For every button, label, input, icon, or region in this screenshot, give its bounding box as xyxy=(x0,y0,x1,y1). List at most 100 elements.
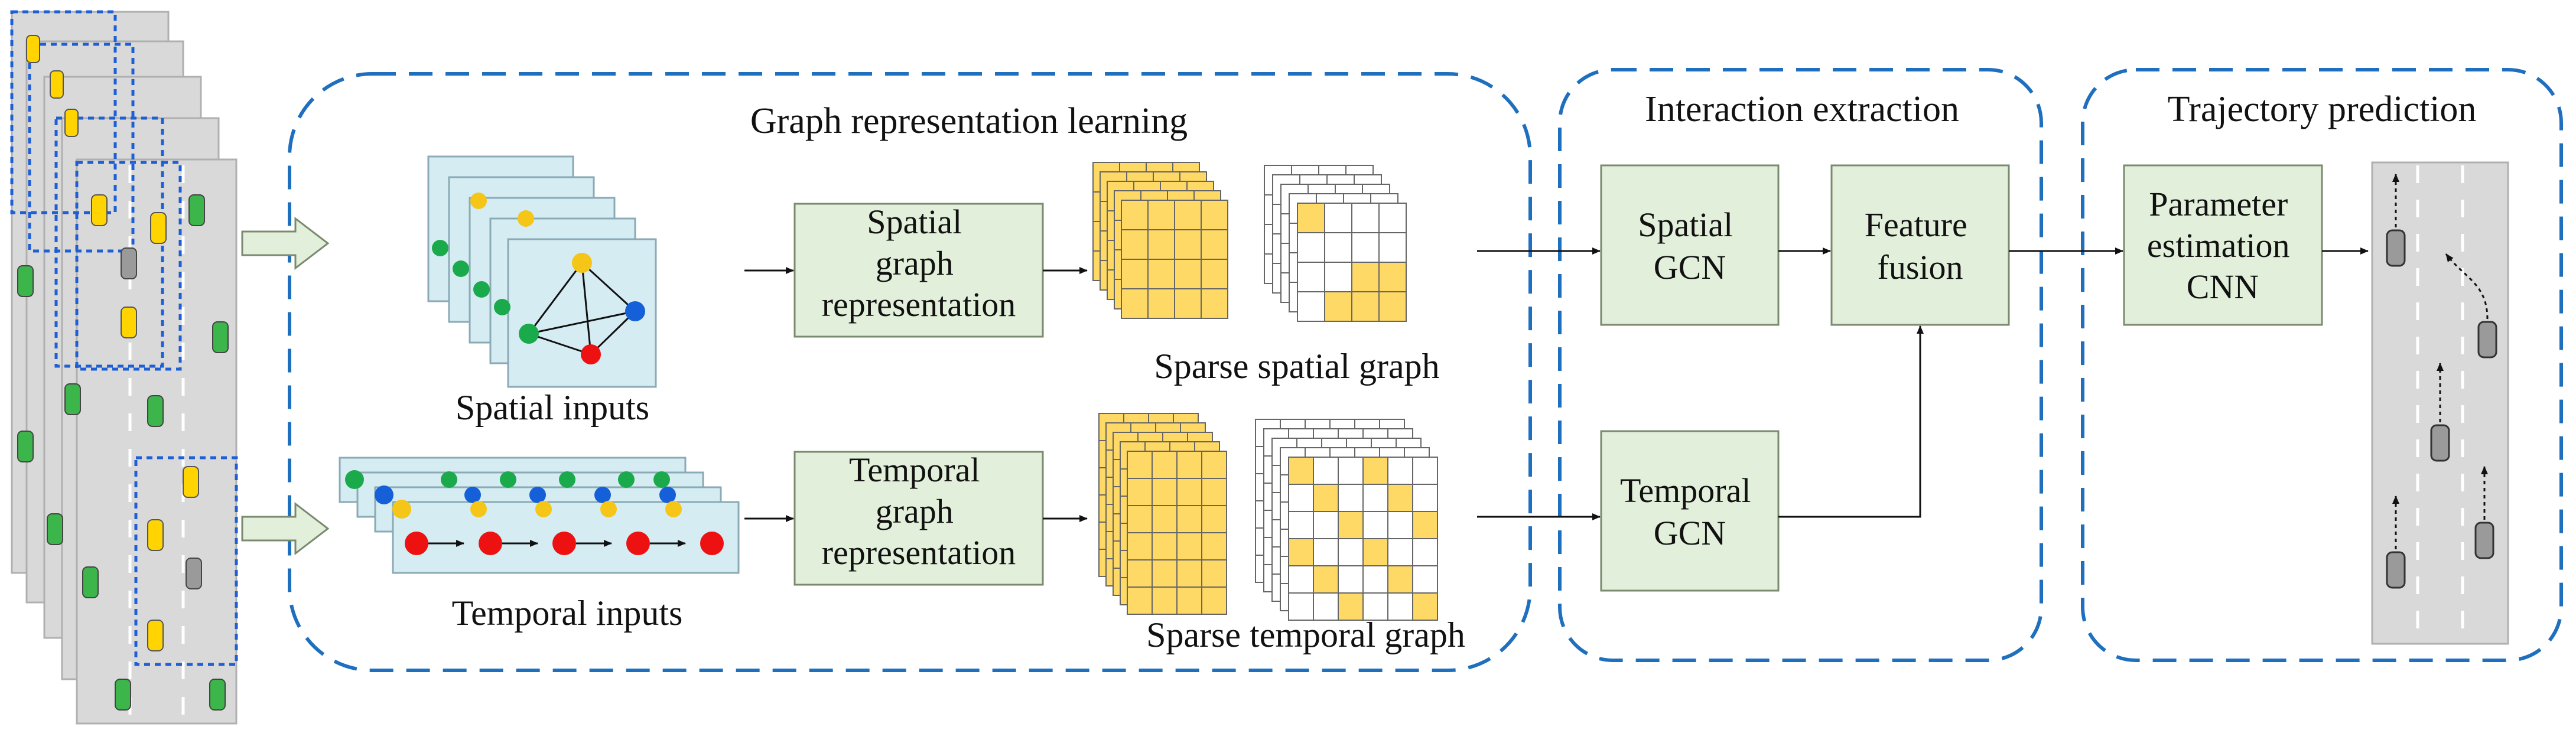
parameter-estimation-cnn-label: Parameter estimation CNN xyxy=(2147,185,2298,306)
grid-cell xyxy=(1313,511,1339,539)
grid-cell xyxy=(1378,262,1407,292)
region-title-graph-learning: Graph representation learning xyxy=(750,101,1188,141)
grid-cell xyxy=(1152,559,1178,588)
temporal-graph-representation-box xyxy=(793,451,1044,586)
grid-cell xyxy=(1121,200,1149,230)
grid-cell xyxy=(1127,505,1153,533)
caption-temporal-inputs: Temporal inputs xyxy=(452,594,683,633)
grid-cell xyxy=(1201,288,1228,319)
grid-cell xyxy=(1176,478,1202,506)
grid-cell xyxy=(1147,200,1175,230)
grid-cell xyxy=(1174,288,1202,319)
region-prediction xyxy=(2081,68,2563,662)
grid-cell xyxy=(1362,484,1388,512)
feature-fusion-label: Feature fusion xyxy=(1865,206,1976,286)
grid-cell xyxy=(1297,291,1325,322)
grid-cell xyxy=(1297,232,1325,263)
grid-cell xyxy=(1338,538,1364,566)
grid-cell xyxy=(1288,565,1314,594)
grid-cell xyxy=(1121,288,1149,319)
spatial-graph-representation-box xyxy=(793,203,1044,338)
grid-cell xyxy=(1387,592,1413,621)
grid-cell xyxy=(1127,532,1153,560)
grid-cell xyxy=(1351,203,1380,233)
grid-cell xyxy=(1201,505,1227,533)
grid-cell xyxy=(1412,484,1438,512)
grid-cell xyxy=(1313,484,1339,512)
grid-cell xyxy=(1147,229,1175,260)
grid-cell xyxy=(1387,511,1413,539)
grid-cell xyxy=(1176,532,1202,560)
grid-cell xyxy=(1338,484,1364,512)
grid-cell xyxy=(1201,478,1227,506)
grid-cell xyxy=(1362,511,1388,539)
grid-cell xyxy=(1127,586,1153,615)
grid-cell xyxy=(1338,457,1364,485)
temporal-input-strips xyxy=(339,457,740,574)
region-graph-learning xyxy=(288,72,1532,672)
grid-cell xyxy=(1297,203,1325,233)
spatial-gcn-box xyxy=(1600,164,1780,326)
grid-cell xyxy=(1152,505,1178,533)
grid-cell xyxy=(1324,203,1352,233)
grid-cell xyxy=(1121,229,1149,260)
grid-cell xyxy=(1174,229,1202,260)
grid-cell xyxy=(1152,451,1178,479)
grid-cell xyxy=(1201,532,1227,560)
grid-cell xyxy=(1201,259,1228,289)
connector-arrows xyxy=(744,247,2369,522)
grid-cell xyxy=(1313,565,1339,594)
grid-cell xyxy=(1351,232,1380,263)
parameter-estimation-cnn-box xyxy=(2123,164,2323,326)
caption-sparse-temporal: Sparse temporal graph xyxy=(1146,615,1465,654)
temporal-input-arrow xyxy=(241,501,330,556)
grid-cell xyxy=(1174,200,1202,230)
spatial-gcn-label: Spatial GCN xyxy=(1638,206,1742,286)
grid-cell xyxy=(1324,291,1352,322)
grid-cell xyxy=(1201,559,1227,588)
grid-cell xyxy=(1127,478,1153,506)
grid-cell xyxy=(1176,451,1202,479)
caption-sparse-spatial: Sparse spatial graph xyxy=(1154,347,1439,386)
grid-cell xyxy=(1288,538,1314,566)
grid-cell xyxy=(1338,511,1364,539)
grid-cell xyxy=(1387,484,1413,512)
grid-cell xyxy=(1362,538,1388,566)
grid-cell xyxy=(1378,291,1407,322)
spatial-input-panels xyxy=(427,155,657,388)
caption-spatial-inputs: Spatial inputs xyxy=(456,388,649,427)
grid-cell xyxy=(1338,592,1364,621)
grid-cell xyxy=(1121,259,1149,289)
grid-cell xyxy=(1324,262,1352,292)
grid-cell xyxy=(1201,451,1227,479)
region-title-prediction: Trajectory prediction xyxy=(2168,89,2477,129)
predicted-trajectories-road xyxy=(2371,161,2509,645)
sparse-spatial-graph xyxy=(1092,162,1407,322)
grid-cell xyxy=(1412,511,1438,539)
grid-cell xyxy=(1412,457,1438,485)
grid-cell xyxy=(1378,232,1407,263)
spatial-input-arrow xyxy=(241,216,330,271)
grid-cell xyxy=(1201,586,1227,615)
grid-cell xyxy=(1387,538,1413,566)
grid-cell xyxy=(1127,559,1153,588)
grid-cell xyxy=(1387,457,1413,485)
region-title-interaction: Interaction extraction xyxy=(1645,89,1959,129)
road-frames-stack xyxy=(10,10,238,725)
temporal-gcn-label: Temporal GCN xyxy=(1620,471,1759,552)
feature-fusion-box xyxy=(1830,164,2010,326)
sparse-temporal-graph xyxy=(1098,413,1438,621)
grid-cell xyxy=(1378,203,1407,233)
grid-cell xyxy=(1152,478,1178,506)
region-interaction xyxy=(1558,68,2043,662)
grid-cell xyxy=(1176,559,1202,588)
grid-cell xyxy=(1201,229,1228,260)
grid-cell xyxy=(1362,457,1388,485)
grid-cell xyxy=(1201,200,1228,230)
grid-cell xyxy=(1351,291,1380,322)
temporal-graph-representation-label: Temporal graph representation xyxy=(822,451,1016,572)
grid-cell xyxy=(1313,538,1339,566)
grid-cell xyxy=(1288,511,1314,539)
grid-cell xyxy=(1362,565,1388,594)
